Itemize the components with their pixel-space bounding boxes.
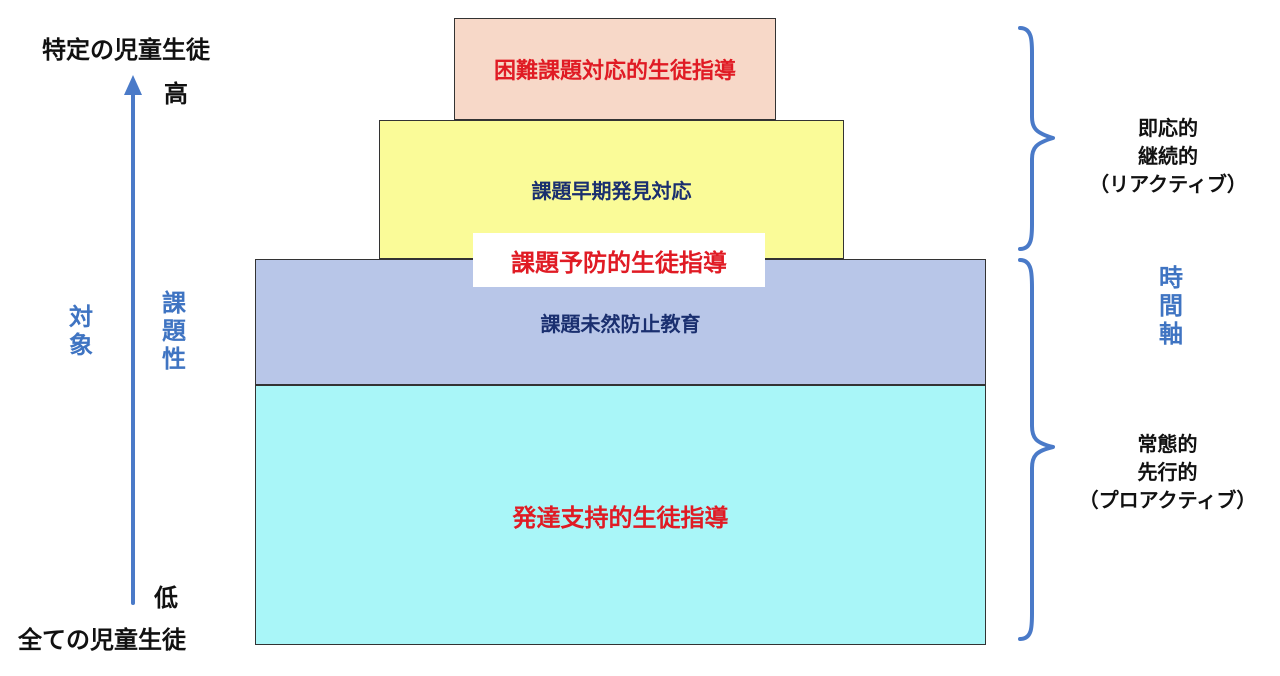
reactive-line-2: 継続的 bbox=[1138, 144, 1198, 168]
prevention-education-layer: 課題未然防止教育 bbox=[255, 259, 986, 385]
developmental-support-layer: 発達支持的生徒指導 bbox=[255, 385, 986, 645]
vertical-arrow bbox=[124, 75, 142, 605]
time-axis-label: 時間軸 bbox=[1159, 264, 1183, 348]
reactive-line-1: 即応的 bbox=[1138, 116, 1198, 140]
issue-axis-label: 課題性 bbox=[162, 289, 186, 373]
left-bottom-label: 全ての児童生徒 bbox=[18, 626, 186, 654]
preventive-guidance-label: 課題予防的生徒指導 bbox=[473, 233, 765, 287]
left-top-label: 特定の児童生徒 bbox=[42, 36, 210, 64]
time-axis-braces bbox=[1018, 26, 1055, 641]
proactive-line-1: 常態的 bbox=[1137, 432, 1198, 456]
early-response-layer: 課題早期発見対応 bbox=[379, 120, 844, 259]
high-label: 高 bbox=[164, 80, 188, 108]
top-support-layer: 困難課題対応的生徒指導 bbox=[454, 18, 776, 120]
proactive-note: 常態的 先行的 （プロアクティブ） bbox=[1070, 430, 1265, 514]
reactive-note: 即応的 継続的 （リアクティブ） bbox=[1083, 114, 1253, 198]
proactive-line-3: （プロアクティブ） bbox=[1078, 488, 1257, 512]
reactive-line-3: （リアクティブ） bbox=[1089, 172, 1247, 196]
target-axis-label: 対象 bbox=[69, 303, 93, 359]
proactive-line-2: 先行的 bbox=[1137, 460, 1198, 484]
low-label: 低 bbox=[154, 584, 178, 612]
